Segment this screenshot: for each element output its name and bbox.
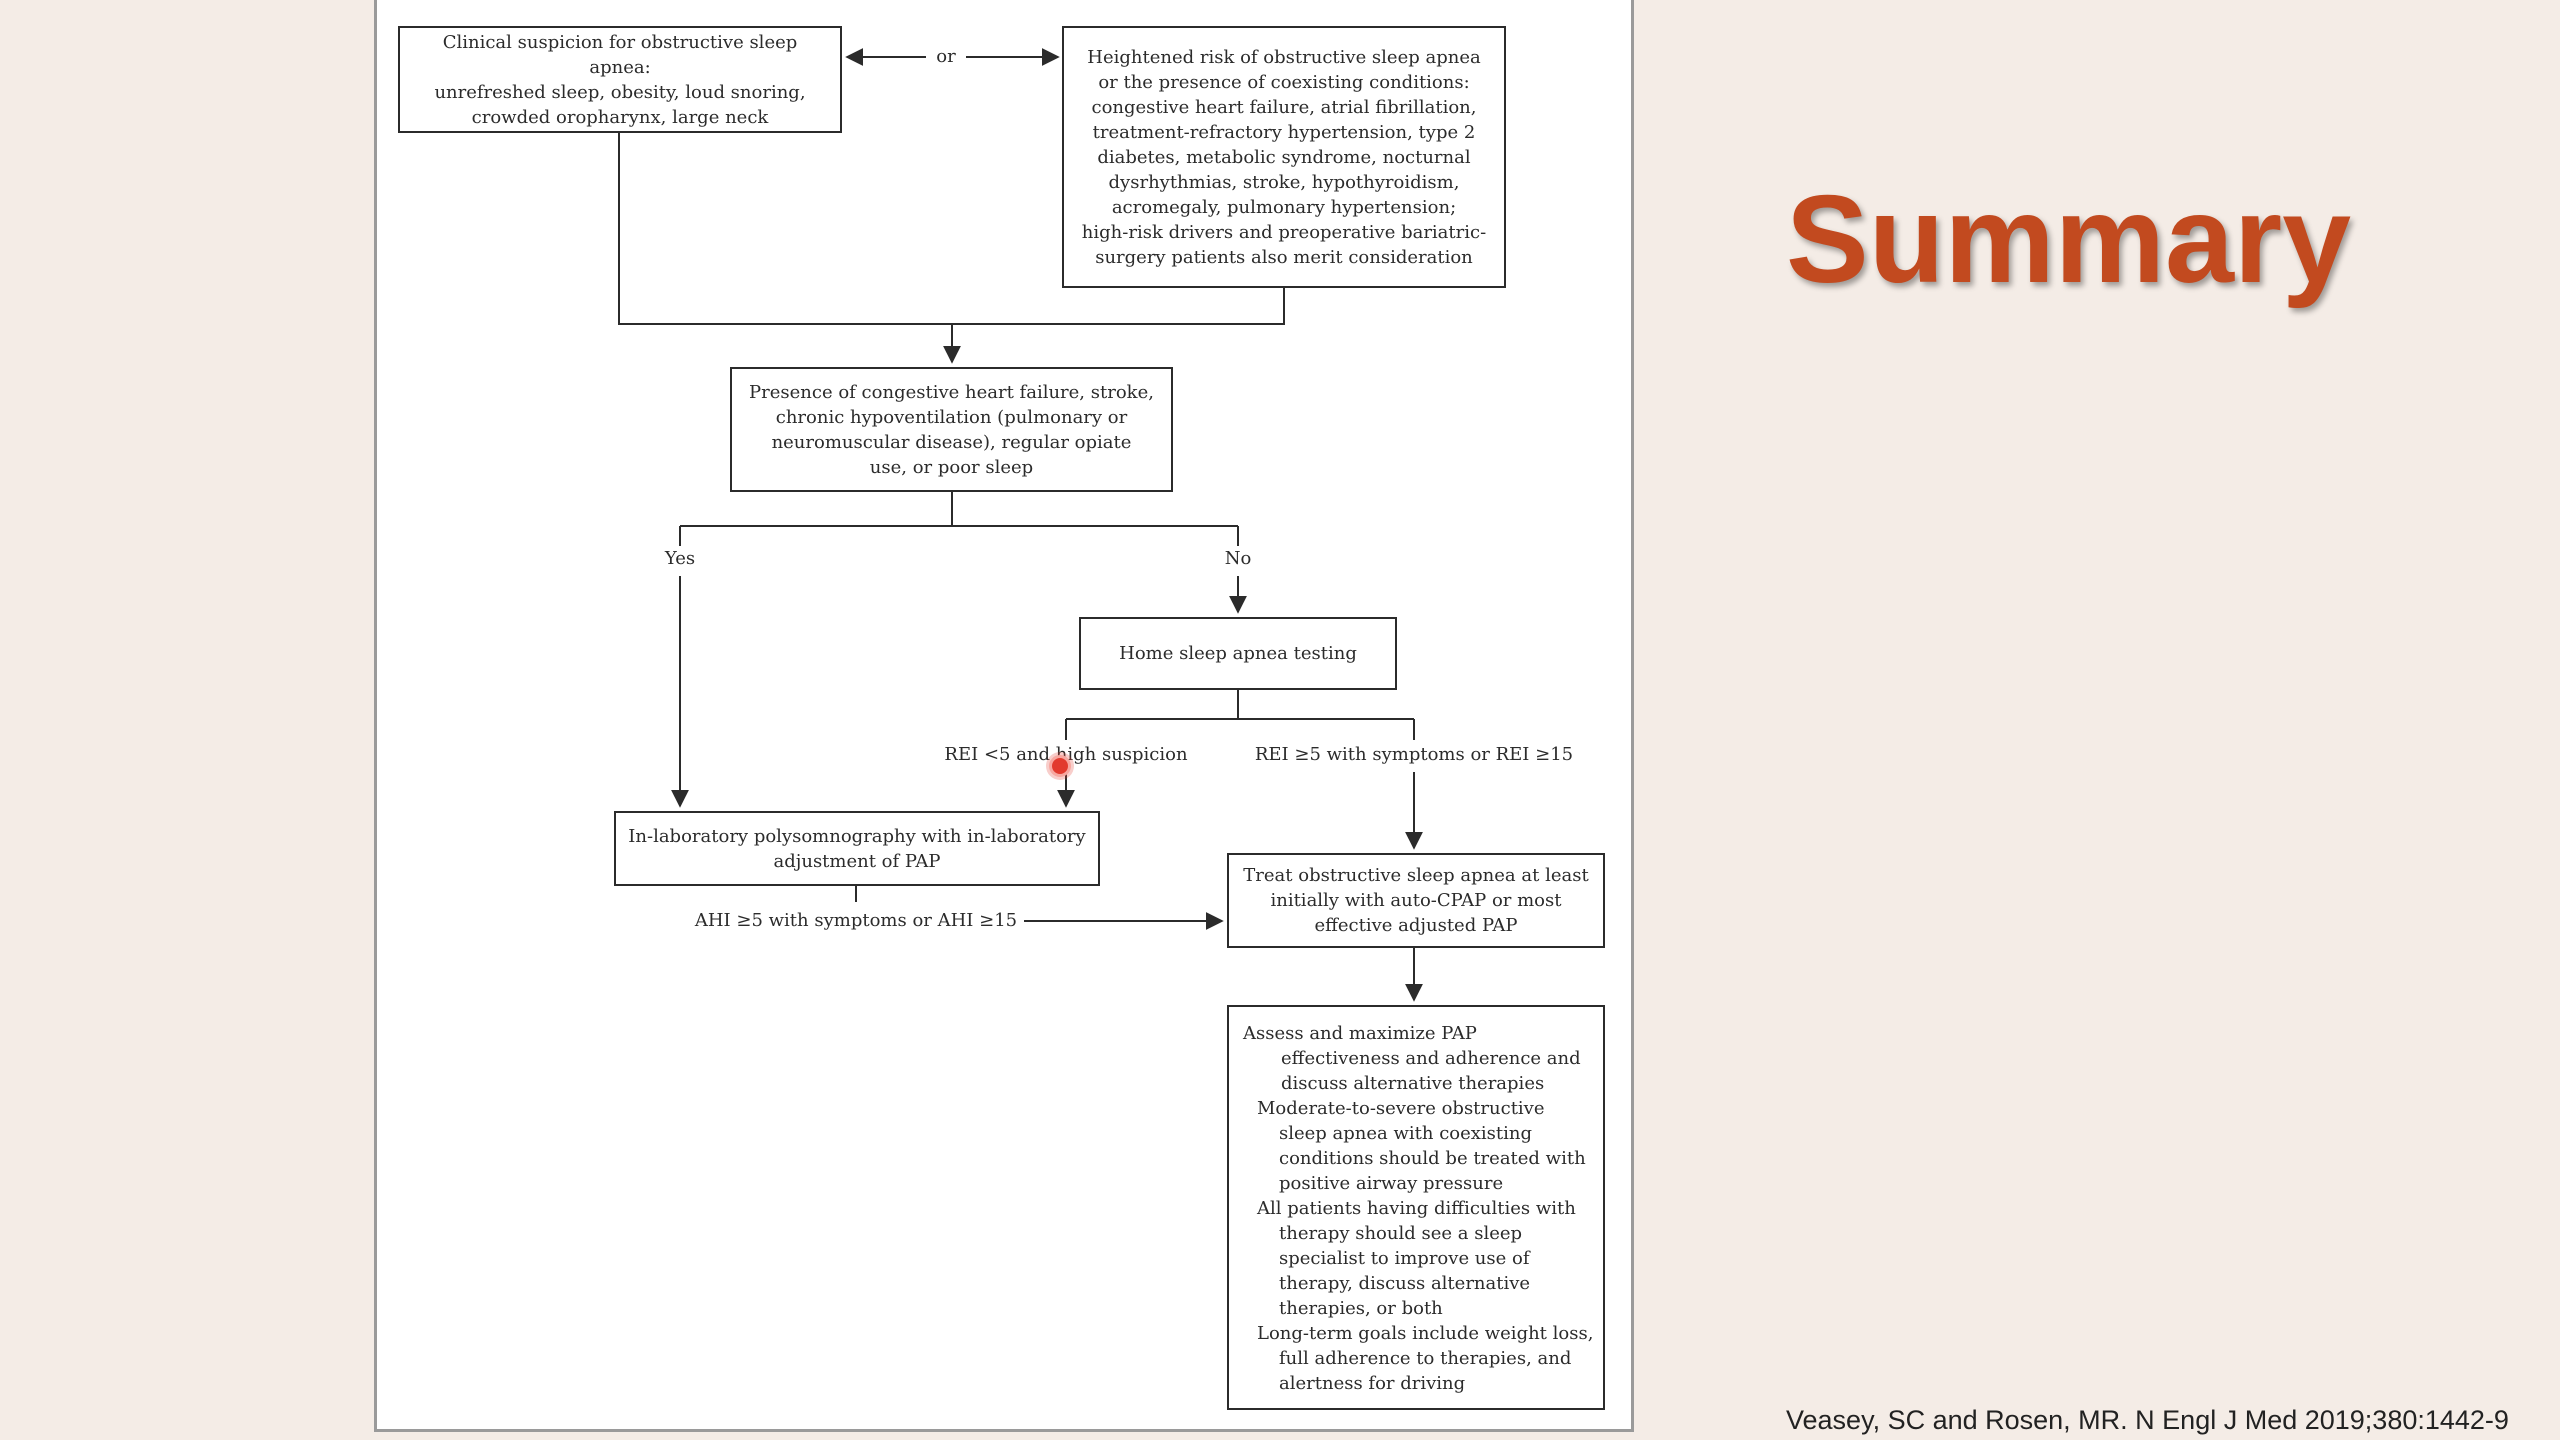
- followup-item-sleep-specialist: All patients having difficulties with th…: [1257, 1198, 1576, 1319]
- rei-low-label: REI <5 and high suspicion: [940, 744, 1192, 766]
- yes-label: Yes: [660, 548, 700, 570]
- treat-osa-box: Treat obstructive sleep apnea at least i…: [1227, 853, 1605, 948]
- followup-item-assess: Assess and maximize PAP effectiveness an…: [1243, 1023, 1581, 1094]
- in-lab-polysomnography-box: In-laboratory polysomnography with in-la…: [614, 811, 1100, 886]
- home-sleep-apnea-testing-text: Home sleep apnea testing: [1119, 643, 1357, 664]
- presence-of-conditions-text: Presence of congestive heart failure, st…: [749, 381, 1154, 478]
- presence-of-conditions-box: Presence of congestive heart failure, st…: [730, 367, 1173, 492]
- heightened-risk-box: Heightened risk of obstructive sleep apn…: [1062, 26, 1506, 288]
- clinical-suspicion-box: Clinical suspicion for obstructive sleep…: [398, 26, 842, 133]
- assess-and-followup-box: Assess and maximize PAP effectiveness an…: [1227, 1005, 1605, 1410]
- followup-item-moderate-severe: Moderate-to-severe obstructive sleep apn…: [1257, 1098, 1586, 1194]
- clinical-suspicion-text: Clinical suspicion for obstructive sleep…: [434, 31, 806, 128]
- home-sleep-apnea-testing-box: Home sleep apnea testing: [1079, 617, 1397, 690]
- in-lab-polysomnography-text: In-laboratory polysomnography with in-la…: [628, 825, 1086, 872]
- heightened-risk-text: Heightened risk of obstructive sleep apn…: [1081, 46, 1487, 268]
- pointer-cursor-icon: [1049, 755, 1071, 777]
- followup-item-long-term-goals: Long-term goals include weight loss, ful…: [1257, 1323, 1594, 1394]
- or-label: or: [932, 46, 960, 68]
- rei-high-label: REI ≥5 with symptoms or REI ≥15: [1250, 744, 1578, 766]
- citation: Veasey, SC and Rosen, MR. N Engl J Med 2…: [1786, 1405, 2509, 1435]
- treat-osa-text: Treat obstructive sleep apnea at least i…: [1243, 865, 1589, 936]
- no-label: No: [1220, 548, 1256, 570]
- slide-title: Summary: [1786, 171, 2352, 309]
- ahi-label: AHI ≥5 with symptoms or AHI ≥15: [690, 910, 1022, 932]
